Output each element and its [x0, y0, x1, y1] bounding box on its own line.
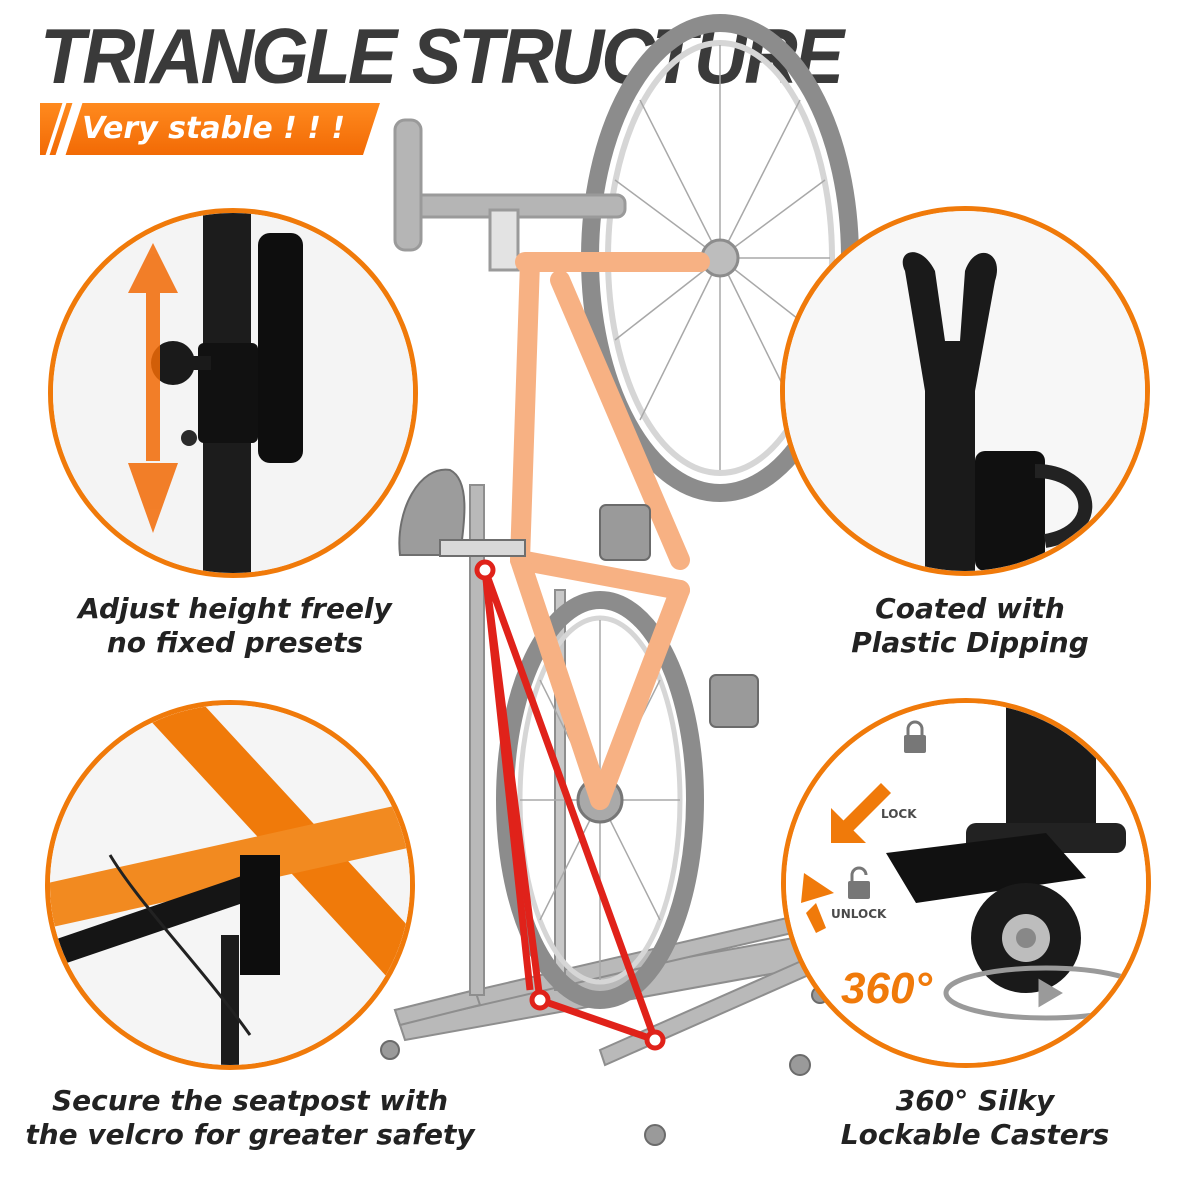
caption-casters: 360° Silky Lockable Casters	[770, 1084, 1180, 1152]
detail-circle-height	[48, 208, 418, 578]
caption-height: Adjust height freely no fixed presets	[30, 592, 440, 660]
caster-wheel-icon	[380, 986, 829, 1146]
caption-line: no fixed presets	[106, 626, 364, 659]
detail-circle-casters: LOCK UNLOCK 360°	[781, 698, 1151, 1068]
up-arrow-icon	[801, 873, 834, 933]
detail-circle-velcro	[45, 700, 415, 1070]
ribbon-text: Very stable ! ! !	[82, 111, 346, 146]
caption-line: Lockable Casters	[840, 1118, 1110, 1151]
rear-wheel	[496, 591, 704, 1009]
caption-line: Adjust height freely	[78, 592, 392, 625]
caption-velcro: Secure the seatpost with the velcro for …	[10, 1084, 490, 1152]
lock-label: LOCK	[881, 807, 917, 821]
lock-icon	[904, 720, 926, 753]
pedal	[599, 504, 759, 728]
caption-line: Secure the seatpost with	[51, 1084, 449, 1117]
bike-frame	[510, 252, 710, 810]
ribbon-banner	[40, 103, 380, 155]
caption-line: Plastic Dipping	[851, 626, 1089, 659]
detail-circle-coating	[780, 206, 1150, 576]
unlock-label: UNLOCK	[831, 907, 887, 921]
knob-icon	[151, 341, 211, 385]
handlebar	[393, 118, 627, 272]
caption-line: 360° Silky	[895, 1084, 1055, 1117]
caption-line: the velcro for greater safety	[25, 1118, 475, 1151]
unlock-icon	[848, 866, 870, 899]
triangle-joint-icon	[474, 559, 666, 1051]
rotation-label: 360°	[841, 964, 932, 1013]
rotation-arrows-icon	[943, 965, 1146, 1021]
support-triangle	[481, 566, 659, 1044]
down-arrow-icon	[831, 783, 891, 843]
saddle	[398, 468, 526, 557]
caption-line: Coated with	[875, 592, 1065, 625]
caption-coating: Coated with Plastic Dipping	[770, 592, 1170, 660]
up-down-arrow-icon	[128, 243, 178, 533]
